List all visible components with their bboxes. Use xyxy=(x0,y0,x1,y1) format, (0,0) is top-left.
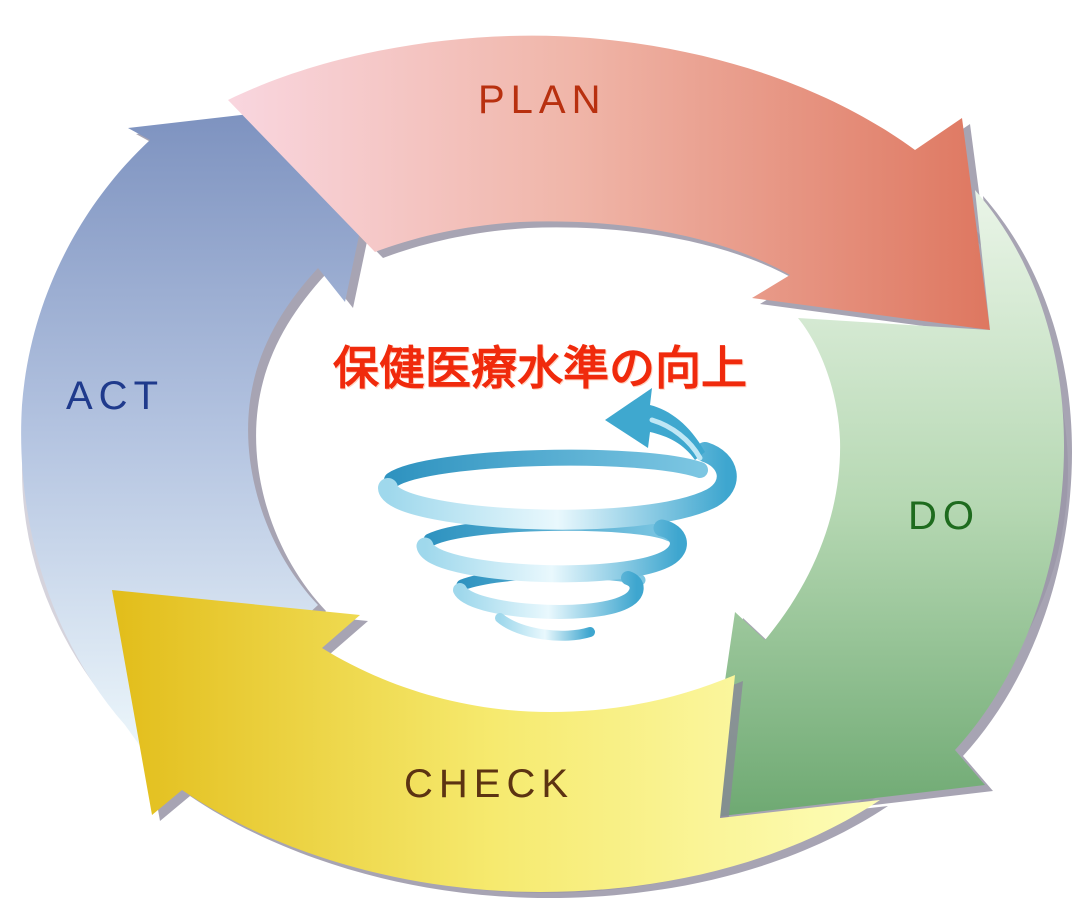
plan-arrow xyxy=(228,35,998,337)
check-arrow xyxy=(112,590,888,898)
do-label: DO xyxy=(908,494,980,538)
spiral-icon xyxy=(378,388,737,641)
do-arrow xyxy=(705,190,1073,824)
plan-label: PLAN xyxy=(478,78,607,122)
center-title: 保健医療水準の向上 xyxy=(333,341,747,395)
check-label: CHECK xyxy=(404,762,575,806)
act-label: ACT xyxy=(66,374,164,418)
